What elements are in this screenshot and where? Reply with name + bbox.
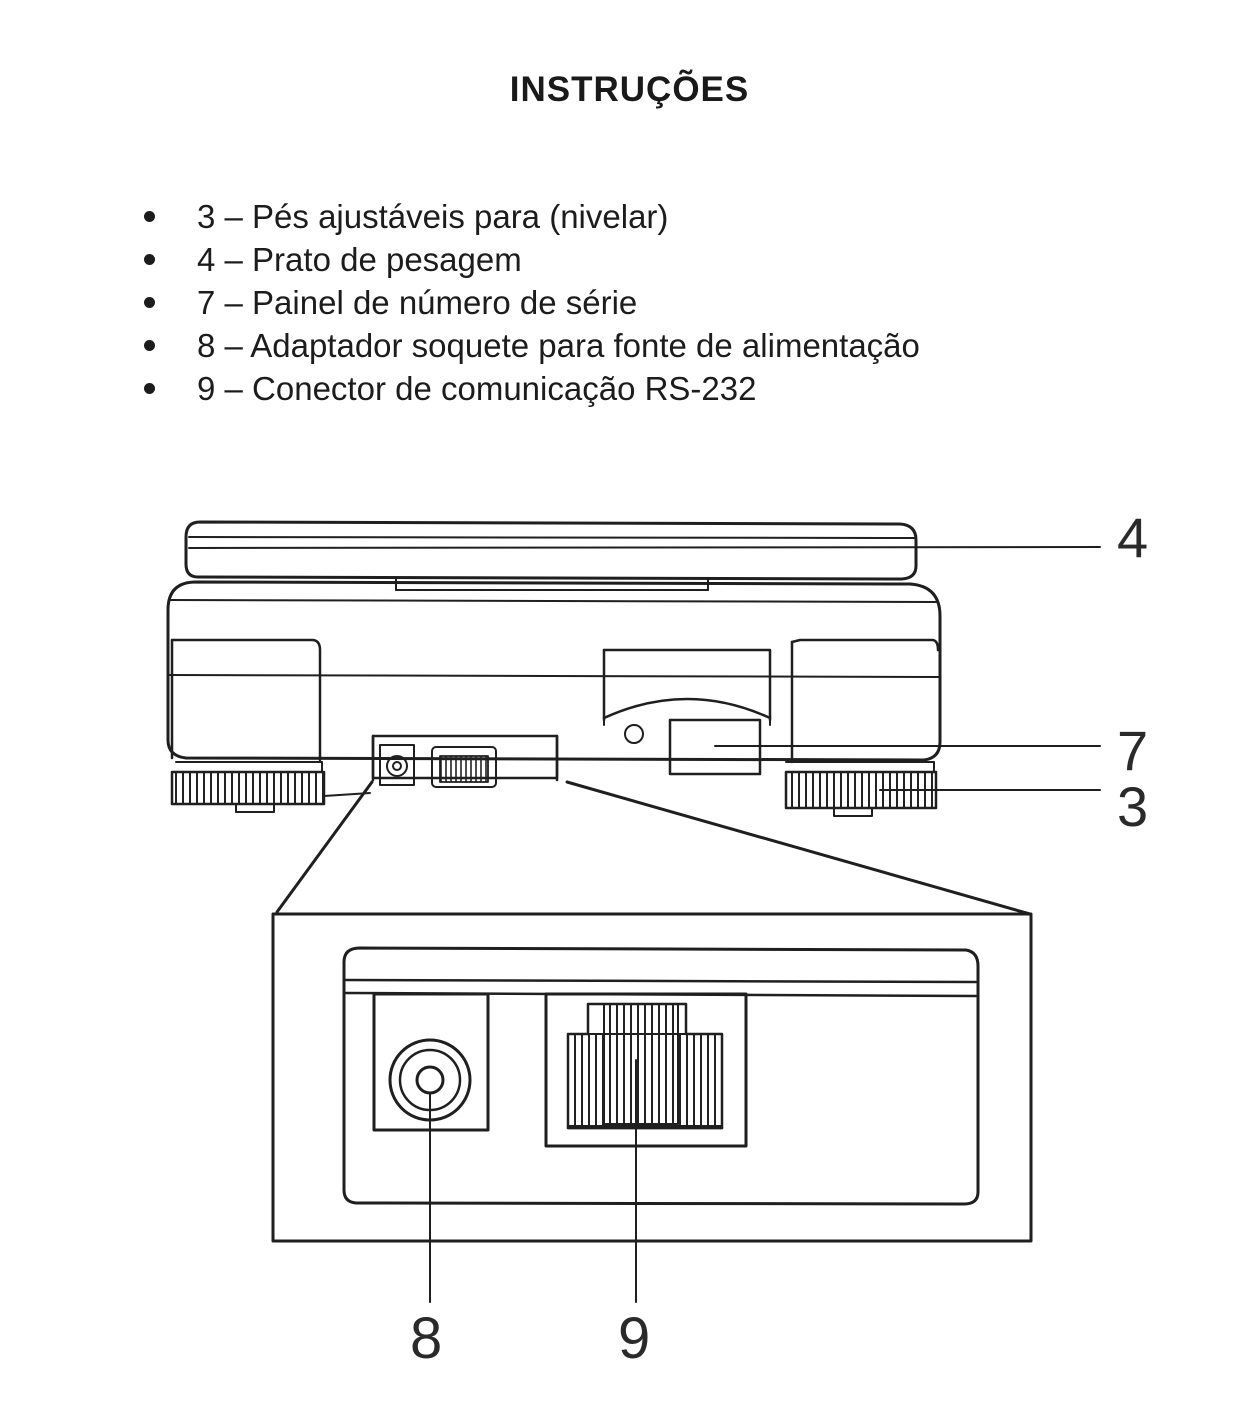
callout-label-rs232: 9 (618, 1306, 650, 1371)
callout-label-pan: 4 (1117, 506, 1148, 569)
legend-item-text: 9 – Conector de comunicação RS-232 (197, 370, 757, 407)
legend-item-text: 8 – Adaptador soquete para fonte de alim… (197, 327, 920, 364)
legend-item-serial-panel: 7 – Painel de número de série (140, 281, 920, 324)
callout-label-power-socket: 8 (410, 1306, 442, 1371)
page-title: INSTRUÇÕES (509, 70, 750, 109)
parts-legend: 3 – Pés ajustáveis para (nivelar) 4 – Pr… (140, 195, 920, 410)
legend-item-pan: 4 – Prato de pesagem (140, 238, 920, 281)
callout-label-feet: 3 (1117, 775, 1148, 838)
connector-panel-small (371, 734, 559, 788)
legend-item-text: 7 – Painel de número de série (197, 284, 638, 321)
weighing-pan (184, 520, 1101, 591)
bullet-icon (144, 297, 155, 308)
rs232-connector-enlarged (544, 992, 748, 1303)
power-socket-enlarged (372, 992, 490, 1303)
legend-item-text: 3 – Pés ajustáveis para (nivelar) (197, 198, 669, 235)
legend-item-rs232: 9 – Conector de comunicação RS-232 (140, 367, 920, 410)
right-adjustable-foot (784, 761, 1101, 817)
zoom-line-left (275, 780, 374, 914)
bullet-icon (144, 211, 155, 222)
left-adjustable-foot (170, 761, 371, 813)
bullet-icon (144, 254, 155, 265)
legend-item-feet: 3 – Pés ajustáveis para (nivelar) (140, 195, 920, 238)
bullet-icon (144, 340, 155, 351)
zoom-line-right (565, 780, 1032, 916)
legend-item-power-socket: 8 – Adaptador soquete para fonte de alim… (140, 324, 920, 367)
callout-label-serial-panel: 7 (1117, 719, 1148, 782)
legend-item-text: 4 – Prato de pesagem (197, 241, 522, 278)
serial-number-panel (668, 718, 1101, 776)
bullet-icon (144, 383, 155, 394)
balance-body (166, 580, 942, 764)
